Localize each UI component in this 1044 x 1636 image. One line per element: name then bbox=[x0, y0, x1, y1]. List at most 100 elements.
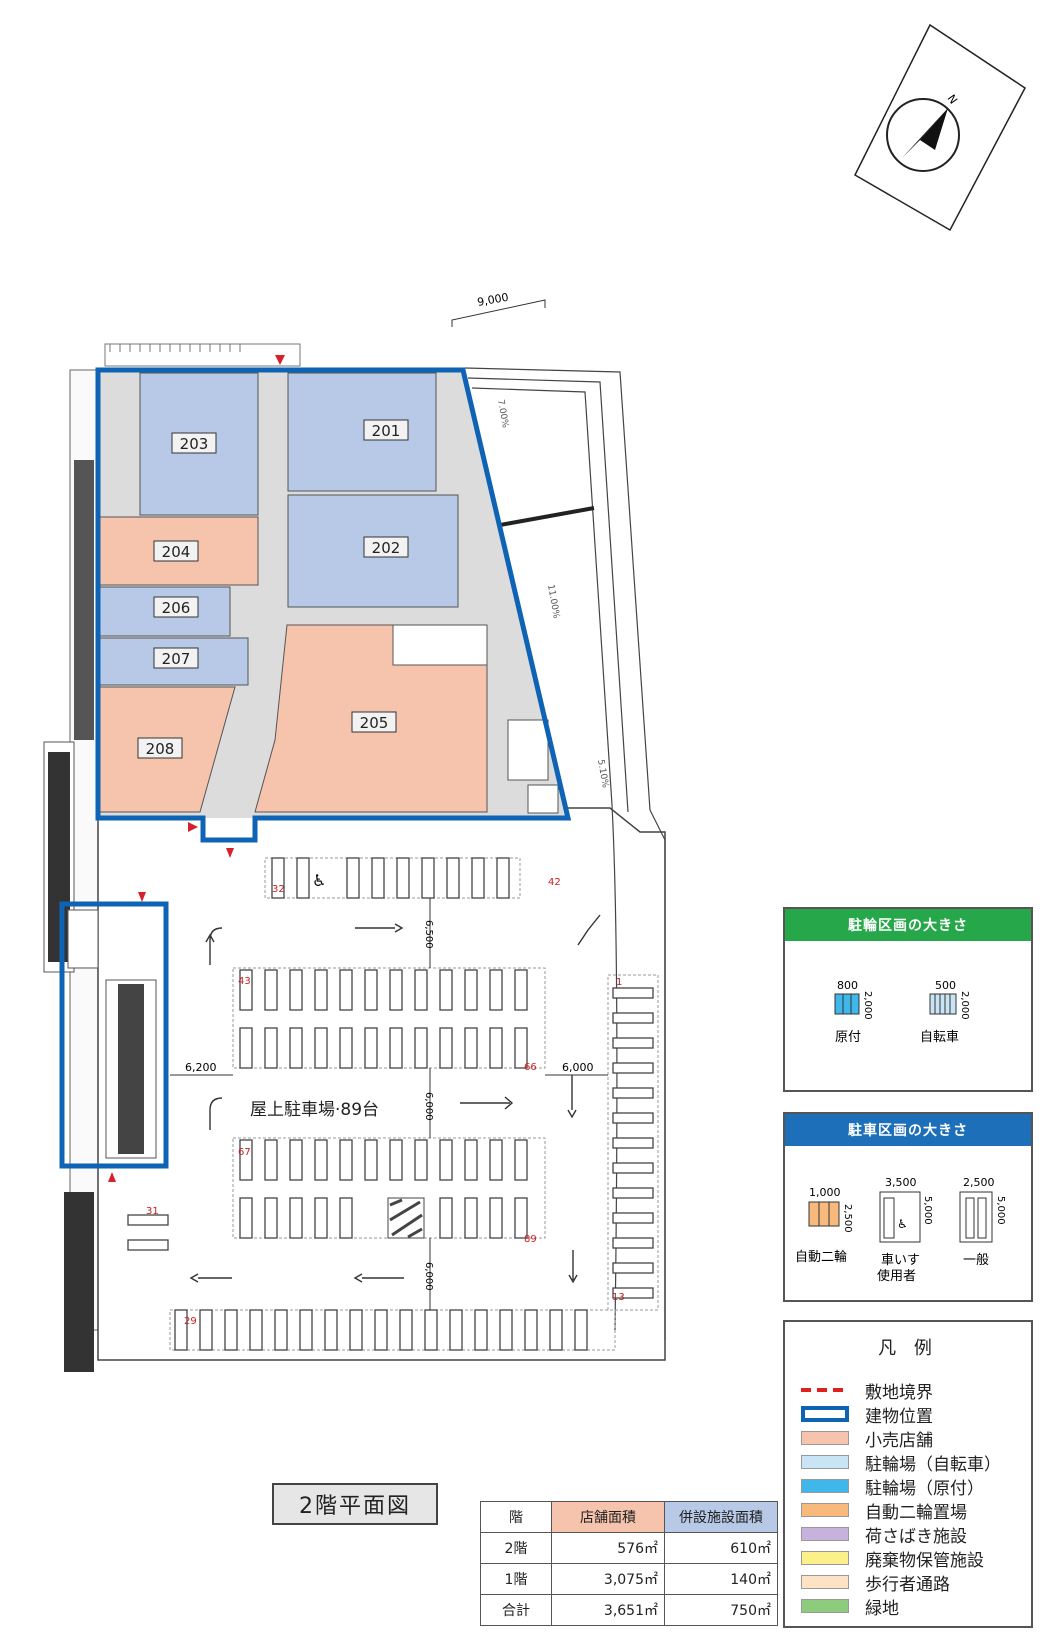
legend-item: 駐輪場（原付） bbox=[785, 1474, 1031, 1499]
slope-label-1: 7.00% bbox=[495, 399, 510, 429]
space-number-67: 67 bbox=[238, 1147, 251, 1158]
area-cell: 1階 bbox=[480, 1563, 552, 1595]
legend-label: 駐輪場（自転車） bbox=[865, 1454, 1001, 1475]
parking-dim-5: 6,000 bbox=[423, 1262, 434, 1291]
table-row: 1階 3,075㎡ 140㎡ bbox=[480, 1563, 778, 1595]
bike-depth-moped: 2,000 bbox=[862, 991, 873, 1020]
area-cell: 140㎡ bbox=[664, 1563, 778, 1595]
area-header-retail: 店舗面積 bbox=[551, 1501, 665, 1533]
unit-label-207: 207 bbox=[162, 650, 191, 668]
space-number-66: 66 bbox=[524, 1062, 537, 1073]
legend-title: 凡 例 bbox=[878, 1338, 938, 1359]
bicycle-stall-icon bbox=[929, 993, 957, 1015]
unit-201-area bbox=[287, 372, 437, 492]
legend-label: 自動二輪置場 bbox=[865, 1502, 967, 1523]
bike-depth-bicycle: 2,000 bbox=[959, 991, 970, 1020]
area-cell: 750㎡ bbox=[664, 1594, 778, 1626]
bike-size-panel: 駐輪区画の大きさ 800 2,000 原付 500 2,000 自転車 bbox=[783, 907, 1033, 1092]
table-row: 2階 576㎡ 610㎡ bbox=[480, 1532, 778, 1564]
legend-label: 敷地境界 bbox=[865, 1382, 933, 1403]
wheelchair-icon: ♿ bbox=[312, 871, 326, 890]
compass: N bbox=[854, 23, 1026, 232]
dimension-top-label: 9,000 bbox=[476, 291, 509, 309]
car-size-panel: 駐車区画の大きさ 1,000 2,500 自動二輪 3,500 ♿ 5,000 … bbox=[783, 1112, 1033, 1302]
area-cell: 合計 bbox=[480, 1594, 552, 1626]
car-label-wheelchair-2: 使用者 bbox=[877, 1268, 916, 1284]
car-width-general: 2,500 bbox=[963, 1176, 995, 1189]
flow-arrows bbox=[189, 914, 601, 1284]
legend-swatch bbox=[801, 1575, 849, 1589]
unit-label-202: 202 bbox=[372, 539, 401, 557]
wheelchair-icon: ♿ bbox=[897, 1217, 908, 1231]
space-number-32: 32 bbox=[272, 884, 285, 895]
bike-width-moped: 800 bbox=[837, 979, 858, 992]
legend-item: 廃棄物保管施設 bbox=[785, 1546, 1031, 1571]
legend-item: 小売店舗 bbox=[785, 1426, 1031, 1451]
legend-item: 緑地 bbox=[785, 1594, 1031, 1619]
legend-label: 荷さばき施設 bbox=[865, 1526, 967, 1547]
legend-swatch bbox=[801, 1431, 849, 1445]
car-width-motorcycle: 1,000 bbox=[809, 1186, 841, 1199]
car-label-motorcycle: 自動二輪 bbox=[795, 1249, 847, 1265]
parking-dim-2: 6,200 bbox=[185, 1061, 217, 1074]
unit-label-208: 208 bbox=[146, 740, 175, 758]
parking-dim-4: 6,000 bbox=[423, 1092, 434, 1121]
space-number-43: 43 bbox=[238, 976, 251, 987]
elevator-outline bbox=[59, 901, 169, 1169]
car-depth-wheelchair: 5,000 bbox=[922, 1196, 933, 1225]
area-table: 階 店舗面積 併設施設面積 2階 576㎡ 610㎡ 1階 3,075㎡ 140… bbox=[480, 1501, 778, 1626]
slope-label-3: 5.10% bbox=[595, 759, 610, 789]
car-depth-general: 5,000 bbox=[995, 1196, 1006, 1225]
car-depth-motorcycle: 2,500 bbox=[842, 1204, 853, 1233]
striped-zone bbox=[387, 1197, 425, 1239]
building-outline bbox=[95, 367, 572, 843]
legend-swatch bbox=[801, 1388, 849, 1392]
legend-item: 駐輪場（自転車） bbox=[785, 1450, 1031, 1475]
area-header-floor: 階 bbox=[480, 1501, 552, 1533]
table-row: 合計 3,651㎡ 750㎡ bbox=[480, 1594, 778, 1626]
bike-panel-diagram: 800 2,000 原付 500 2,000 自転車 bbox=[834, 979, 970, 1045]
moped-stall-icon bbox=[834, 993, 860, 1015]
unit-label-204: 204 bbox=[162, 543, 191, 561]
legend-swatch bbox=[801, 1479, 849, 1493]
bike-label-bicycle: 自転車 bbox=[920, 1030, 959, 1045]
legend-panel: 凡 例 敷地境界建物位置小売店舗駐輪場（自転車） 駐輪場（原付） 自動二輪置場荷さば… bbox=[783, 1320, 1033, 1628]
legend-item: 自動二輪置場 bbox=[785, 1498, 1031, 1523]
area-cell: 2階 bbox=[480, 1532, 552, 1564]
area-header-facility: 併設施設面積 bbox=[664, 1501, 778, 1533]
bike-panel-title: 駐輪区画の大きさ bbox=[785, 909, 1031, 941]
legend-swatch bbox=[801, 1455, 849, 1469]
general-stall-icon bbox=[959, 1191, 993, 1243]
parking-title: 屋上駐車場·89台 bbox=[250, 1100, 379, 1120]
top-dimension: 9,000 bbox=[451, 291, 546, 327]
bike-width-bicycle: 500 bbox=[935, 979, 956, 992]
legend-swatch bbox=[801, 1527, 849, 1541]
space-number-1: 1 bbox=[616, 977, 622, 988]
legend-label: 廃棄物保管施設 bbox=[865, 1550, 984, 1571]
north-arrow-icon bbox=[902, 108, 948, 158]
motorcycle-stall-icon bbox=[808, 1201, 840, 1227]
space-number-89: 89 bbox=[524, 1234, 537, 1245]
space-number-42: 42 bbox=[548, 877, 561, 888]
legend-label: 駐輪場（原付） bbox=[865, 1478, 984, 1499]
legend-swatch bbox=[801, 1551, 849, 1565]
parking-dim-3: 6,000 bbox=[562, 1061, 594, 1074]
area-cell: 3,651㎡ bbox=[551, 1594, 665, 1626]
space-number-13: 13 bbox=[612, 1292, 625, 1303]
entry-markers bbox=[108, 355, 285, 1182]
parking-stalls bbox=[127, 857, 654, 1351]
slope-label-2: 11.00% bbox=[545, 584, 561, 620]
area-cell: 3,075㎡ bbox=[551, 1563, 665, 1595]
space-number-29: 29 bbox=[184, 1316, 197, 1327]
floor-label: 2階平面図 bbox=[272, 1483, 438, 1525]
legend-label: 緑地 bbox=[865, 1598, 899, 1619]
legend-label: 歩行者通路 bbox=[865, 1574, 950, 1595]
legend-item: 建物位置 bbox=[785, 1402, 1031, 1427]
legend-item: 敷地境界 bbox=[785, 1378, 1031, 1403]
unit-label-206: 206 bbox=[162, 599, 191, 617]
unit-label-203: 203 bbox=[180, 435, 209, 453]
car-label-general: 一般 bbox=[963, 1252, 989, 1268]
legend-label: 建物位置 bbox=[865, 1406, 933, 1427]
unit-label-205: 205 bbox=[360, 714, 389, 732]
